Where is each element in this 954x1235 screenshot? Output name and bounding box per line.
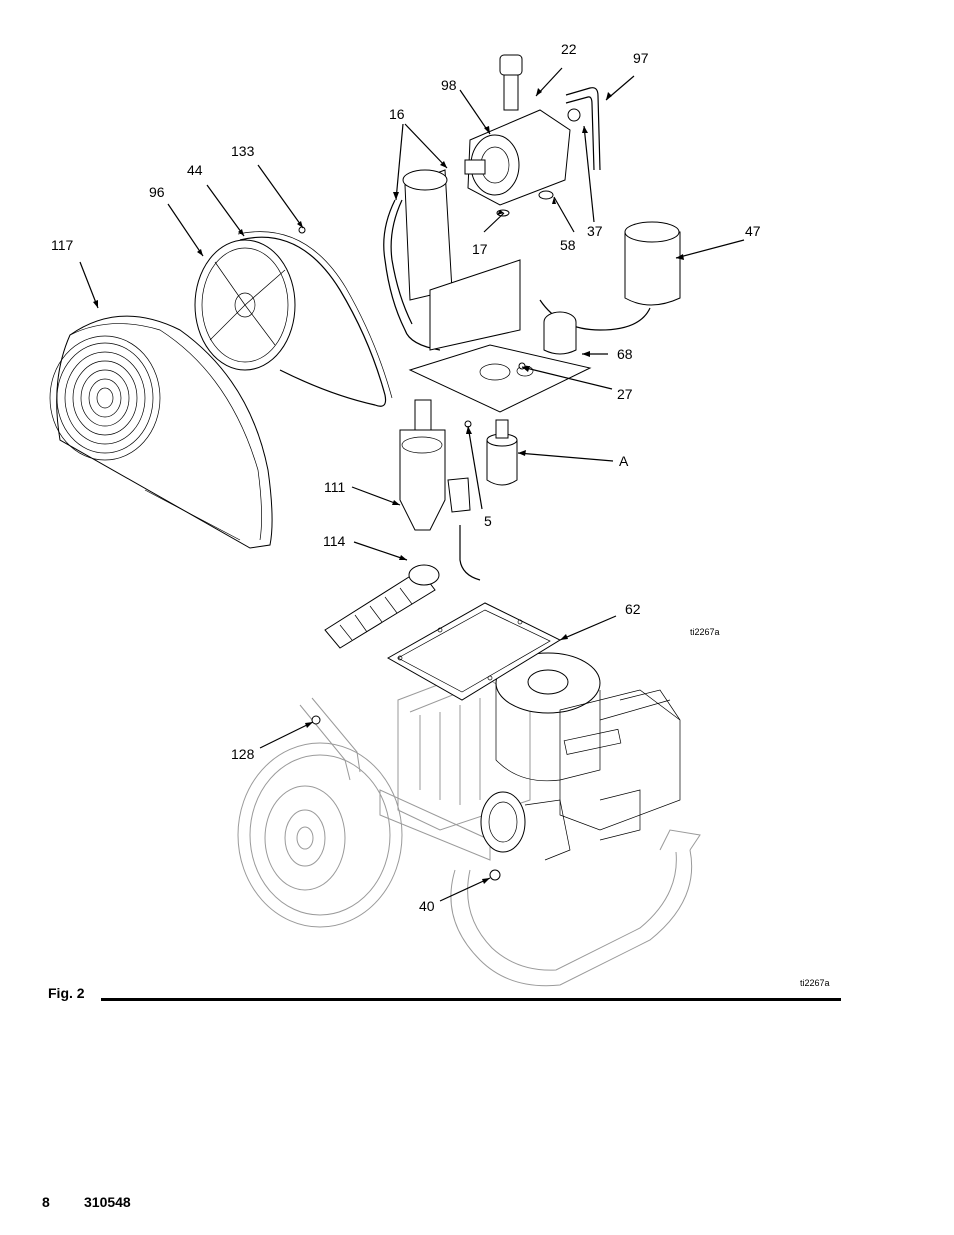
siphon-tube-part-114 xyxy=(324,564,440,649)
callout-label: 68 xyxy=(617,346,633,362)
callout-labels: 22 97 98 16 133 44 96 117 17 58 37 47 68… xyxy=(51,41,761,914)
callout-label: 17 xyxy=(472,241,488,257)
callout-label: 111 xyxy=(324,479,345,495)
callout-label: 22 xyxy=(561,41,577,57)
callout-label: 58 xyxy=(560,237,576,253)
callout-label: 40 xyxy=(419,898,435,914)
callout-label: 128 xyxy=(231,746,255,762)
callout-label: 44 xyxy=(187,162,203,178)
mounting-plate-part-68 xyxy=(408,311,592,413)
displacement-pump-assembly-16 xyxy=(383,169,521,351)
caption-rule xyxy=(101,998,841,1001)
document-number: 310548 xyxy=(84,1194,131,1210)
pulley-part-96 xyxy=(194,239,296,371)
callout-label: 47 xyxy=(745,223,761,239)
callout-label: 96 xyxy=(149,184,165,200)
belt-part-44 xyxy=(237,231,393,407)
callout-label: 114 xyxy=(323,533,346,549)
callout-label: 117 xyxy=(51,237,74,253)
page-number: 8 xyxy=(42,1194,50,1210)
callout-label: 97 xyxy=(633,50,649,66)
pump-part-98 xyxy=(464,54,571,206)
small-fittings xyxy=(298,108,581,881)
callout-label: 133 xyxy=(231,143,255,159)
callout-label: 62 xyxy=(625,601,641,617)
callout-label: A xyxy=(619,453,629,469)
hose-part-97 xyxy=(565,87,601,171)
exploded-parts-diagram: 22 97 98 16 133 44 96 117 17 58 37 47 68… xyxy=(49,41,830,988)
image-reference-code: ti2267a xyxy=(690,627,720,637)
callout-label: 16 xyxy=(389,106,405,122)
cart-frame-drawing xyxy=(237,652,701,987)
leader-arrowheads xyxy=(93,88,684,884)
leader-lines xyxy=(79,67,745,902)
callout-label: 98 xyxy=(441,77,457,93)
intake-valve-part-111 xyxy=(399,399,481,581)
belt-guard-part-117 xyxy=(49,315,273,549)
figure-caption: Fig. 2 xyxy=(48,985,85,1001)
callout-label: 5 xyxy=(484,513,492,529)
callout-label: 37 xyxy=(587,223,603,239)
filter-element-part-A xyxy=(486,419,518,486)
image-reference-code: ti2267a xyxy=(800,978,830,988)
callout-label: 27 xyxy=(617,386,633,402)
